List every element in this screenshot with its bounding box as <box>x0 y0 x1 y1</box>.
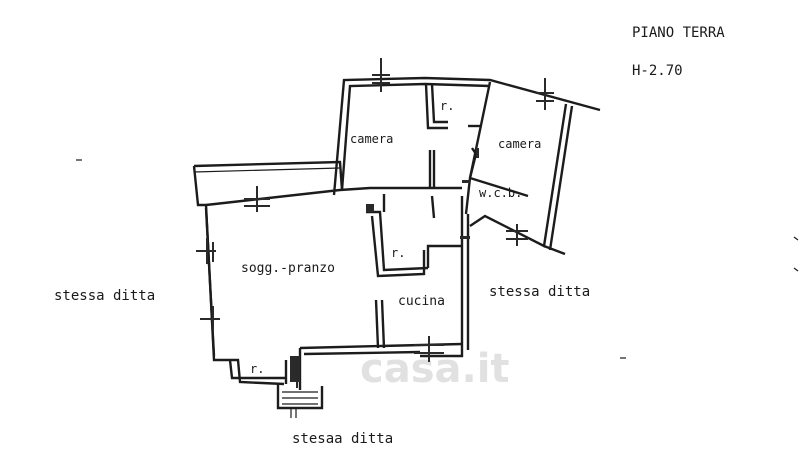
neighbor-right: stessa ditta <box>489 284 590 300</box>
ceiling-height: H-2.70 <box>632 63 683 79</box>
neighbor-bottom: stesaa ditta <box>292 431 393 447</box>
room-label-soggiorno: sogg.-pranzo <box>241 261 335 276</box>
outer-walls <box>192 76 601 386</box>
room-label-cucina: cucina <box>398 294 445 309</box>
room-label-ripostiglio-mid: r. <box>391 246 405 260</box>
neighbor-left: stessa ditta <box>54 288 155 304</box>
room-label-ripostiglio-bottom: r. <box>250 362 264 376</box>
window-marks <box>196 58 554 388</box>
room-label-camera-left: camera <box>350 132 393 146</box>
room-label-wcb: w.c.b. <box>479 186 522 200</box>
floor-title: PIANO TERRA <box>632 25 725 41</box>
stray-mark <box>793 267 799 272</box>
room-label-ripostiglio-top: r. <box>440 99 454 113</box>
room-label-camera-right: camera <box>498 137 541 151</box>
internal-walls <box>228 83 529 418</box>
stray-mark <box>793 236 799 241</box>
